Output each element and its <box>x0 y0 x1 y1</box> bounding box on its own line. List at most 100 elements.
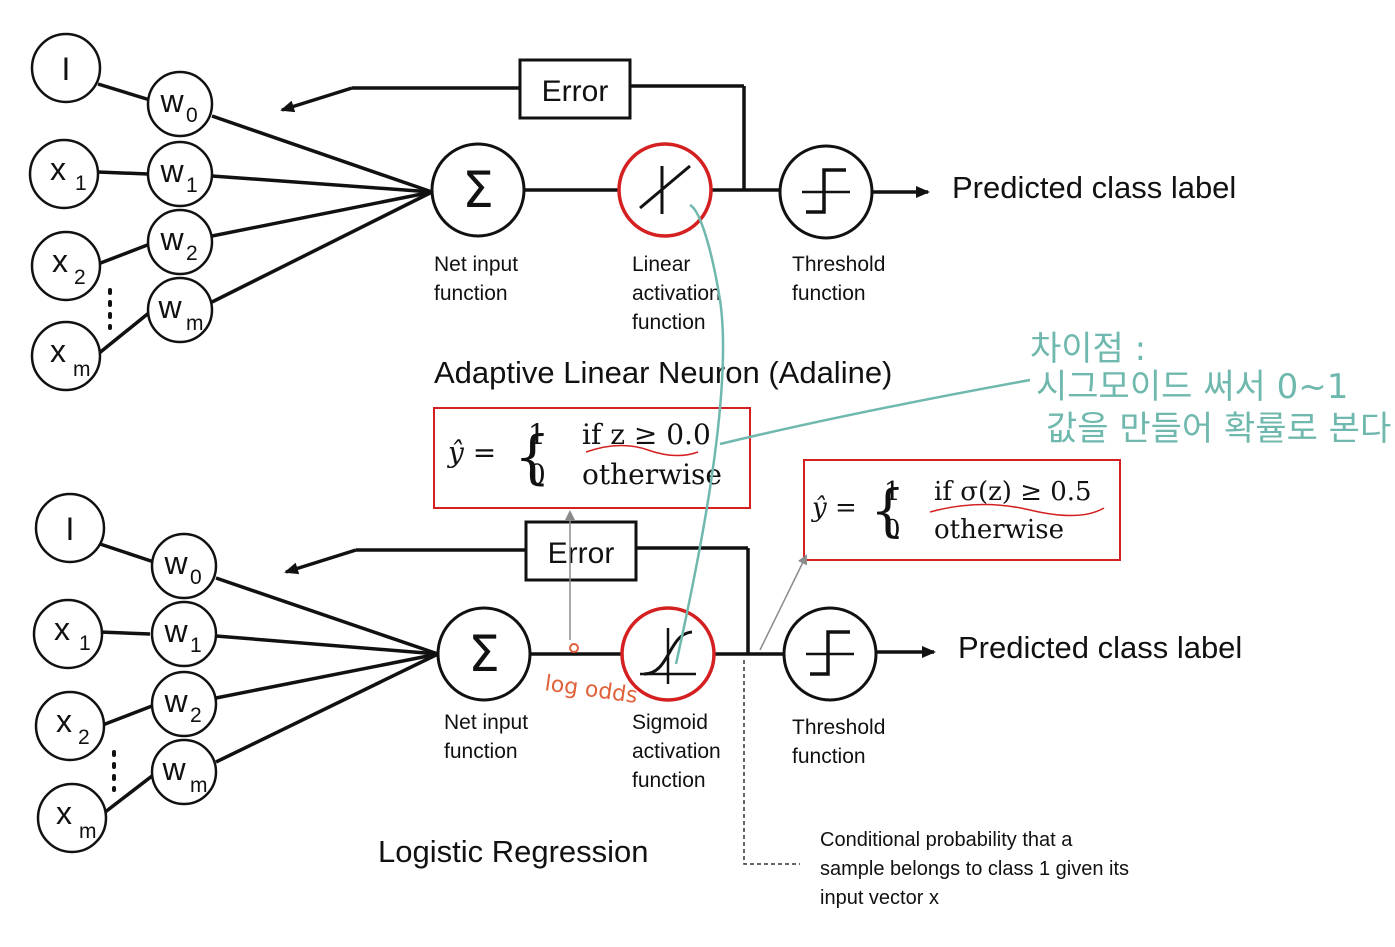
svg-text:1: 1 <box>79 632 91 655</box>
svg-text:1: 1 <box>528 418 546 451</box>
svg-text:x: x <box>52 243 68 279</box>
svg-text:2: 2 <box>78 726 90 749</box>
logistic-threshold-caption-2: function <box>792 745 866 768</box>
logistic-title: Logistic Regression <box>378 834 649 869</box>
korean-note-line-3: 값을 만들어 확률로 본다 <box>1046 409 1391 449</box>
adaline-activation-caption-1: Linear <box>632 253 690 276</box>
svg-text:w: w <box>163 683 188 719</box>
svg-text:w: w <box>157 289 182 325</box>
korean-note-line-2: 시그모이드 써서 0~1 <box>1036 367 1348 407</box>
svg-text:x: x <box>56 703 72 739</box>
adaline-weight-w0: w 0 <box>146 70 214 138</box>
svg-text:0: 0 <box>186 104 198 127</box>
adaline-weight-wm: w m <box>146 276 214 344</box>
svg-text:x: x <box>56 795 72 831</box>
adaline-linear-activation-node <box>617 142 713 238</box>
svg-text:w: w <box>163 613 188 649</box>
adaline-input-x1: x 1 <box>28 138 100 210</box>
svg-text:w: w <box>161 751 186 787</box>
svg-text:Error: Error <box>542 75 609 108</box>
svg-text:1: 1 <box>186 174 198 197</box>
adaline-error-box: Error <box>518 58 632 120</box>
svg-text:{: { <box>514 423 551 491</box>
logistic-threshold-caption-1: Threshold <box>792 716 885 739</box>
adaline-input-xm: x m <box>30 320 102 392</box>
svg-text:1: 1 <box>190 634 202 657</box>
logistic-input-xm: x m <box>36 782 108 854</box>
svg-text:m: m <box>73 358 91 381</box>
logistic-input-x2: x 2 <box>34 690 106 762</box>
svg-text:m: m <box>79 820 97 843</box>
adaline-output-label: Predicted class label <box>952 170 1236 205</box>
logistic-activation-caption-1: Sigmoid <box>632 711 708 734</box>
svg-text:Error: Error <box>548 537 615 570</box>
logistic-connections <box>98 542 936 818</box>
logistic-weight-wm: w m <box>150 738 218 806</box>
logistic-weight-w1: w 1 <box>150 600 218 668</box>
logistic-threshold-node <box>782 606 878 702</box>
adaline-threshold-caption-1: Threshold <box>792 253 885 276</box>
logistic-activation-caption-2: activation <box>632 740 721 763</box>
svg-text:2: 2 <box>74 266 86 289</box>
svg-text:0: 0 <box>884 515 901 545</box>
adaline-threshold-caption-2: function <box>792 282 866 305</box>
svg-text:{: { <box>870 479 906 544</box>
adaline-input-bias: I <box>30 32 102 104</box>
logistic-activation-caption-3: function <box>632 769 706 792</box>
adaline-activation-caption-3: function <box>632 311 706 334</box>
svg-text:Σ: Σ <box>468 625 500 683</box>
logistic-error-box: Error <box>524 520 638 582</box>
svg-text:1: 1 <box>75 172 87 195</box>
logistic-weight-w2: w 2 <box>150 670 218 738</box>
svg-text:ŷ =: ŷ = <box>446 436 496 469</box>
svg-text:x: x <box>50 151 66 187</box>
svg-text:w: w <box>163 545 188 581</box>
adaline-weight-w2: w 2 <box>146 208 214 276</box>
svg-text:ŷ =: ŷ = <box>811 493 857 523</box>
probability-note-line-3: input vector x <box>820 887 939 909</box>
svg-text:w: w <box>159 221 184 257</box>
svg-text:otherwise: otherwise <box>582 458 722 491</box>
svg-text:I: I <box>66 511 75 547</box>
probability-connector <box>743 660 800 865</box>
adaline-formula-box: ŷ = { 1 0 if z ≥ 0.0 otherwise <box>433 407 751 509</box>
log-odds-note: log odds <box>543 671 639 709</box>
svg-text:otherwise: otherwise <box>934 515 1064 545</box>
adaline-net-input-node: Σ <box>430 142 526 238</box>
svg-text:m: m <box>190 774 208 797</box>
logistic-input-bias: I <box>34 492 106 564</box>
korean-note-line-1: 차이점 : <box>1030 329 1146 369</box>
logistic-net-input-node: Σ <box>436 606 532 702</box>
adaline-input-x2: x 2 <box>30 230 102 302</box>
logistic-output-label: Predicted class label <box>958 630 1242 665</box>
adaline-threshold-node <box>778 144 874 240</box>
logistic-net-input-caption-1: Net input <box>444 711 528 734</box>
svg-text:Σ: Σ <box>462 161 494 219</box>
adaline-network: I x 1 x 2 x m w 0 w 1 w <box>28 32 1236 509</box>
svg-text:if σ(z) ≥ 0.5: if σ(z) ≥ 0.5 <box>934 477 1092 507</box>
svg-text:I: I <box>62 51 71 87</box>
svg-text:x: x <box>50 333 66 369</box>
adaline-net-input-caption-2: function <box>434 282 508 305</box>
logistic-sigmoid-activation-node <box>620 606 716 702</box>
logistic-network: I x 1 x 2 x m w 0 w 1 w 2 <box>32 459 1242 909</box>
svg-text:2: 2 <box>190 704 202 727</box>
svg-text:2: 2 <box>186 242 198 265</box>
logistic-formula-box: ŷ = { 1 0 if σ(z) ≥ 0.5 otherwise <box>803 459 1121 561</box>
adaline-title: Adaptive Linear Neuron (Adaline) <box>434 355 892 390</box>
logistic-net-input-caption-2: function <box>444 740 518 763</box>
svg-text:m: m <box>186 312 204 335</box>
svg-text:if z ≥ 0.0: if z ≥ 0.0 <box>582 418 711 451</box>
svg-text:0: 0 <box>528 458 546 491</box>
svg-text:x: x <box>54 611 70 647</box>
logistic-input-x1: x 1 <box>32 598 104 670</box>
svg-text:w: w <box>159 153 184 189</box>
svg-text:w: w <box>159 83 184 119</box>
teal-connector-stroke <box>674 203 725 665</box>
adaline-activation-caption-2: activation <box>632 282 721 305</box>
adaline-weight-w1: w 1 <box>146 140 214 208</box>
linear-activation-icon <box>639 164 691 210</box>
logistic-weight-w0: w 0 <box>150 532 218 600</box>
svg-text:0: 0 <box>190 566 202 589</box>
